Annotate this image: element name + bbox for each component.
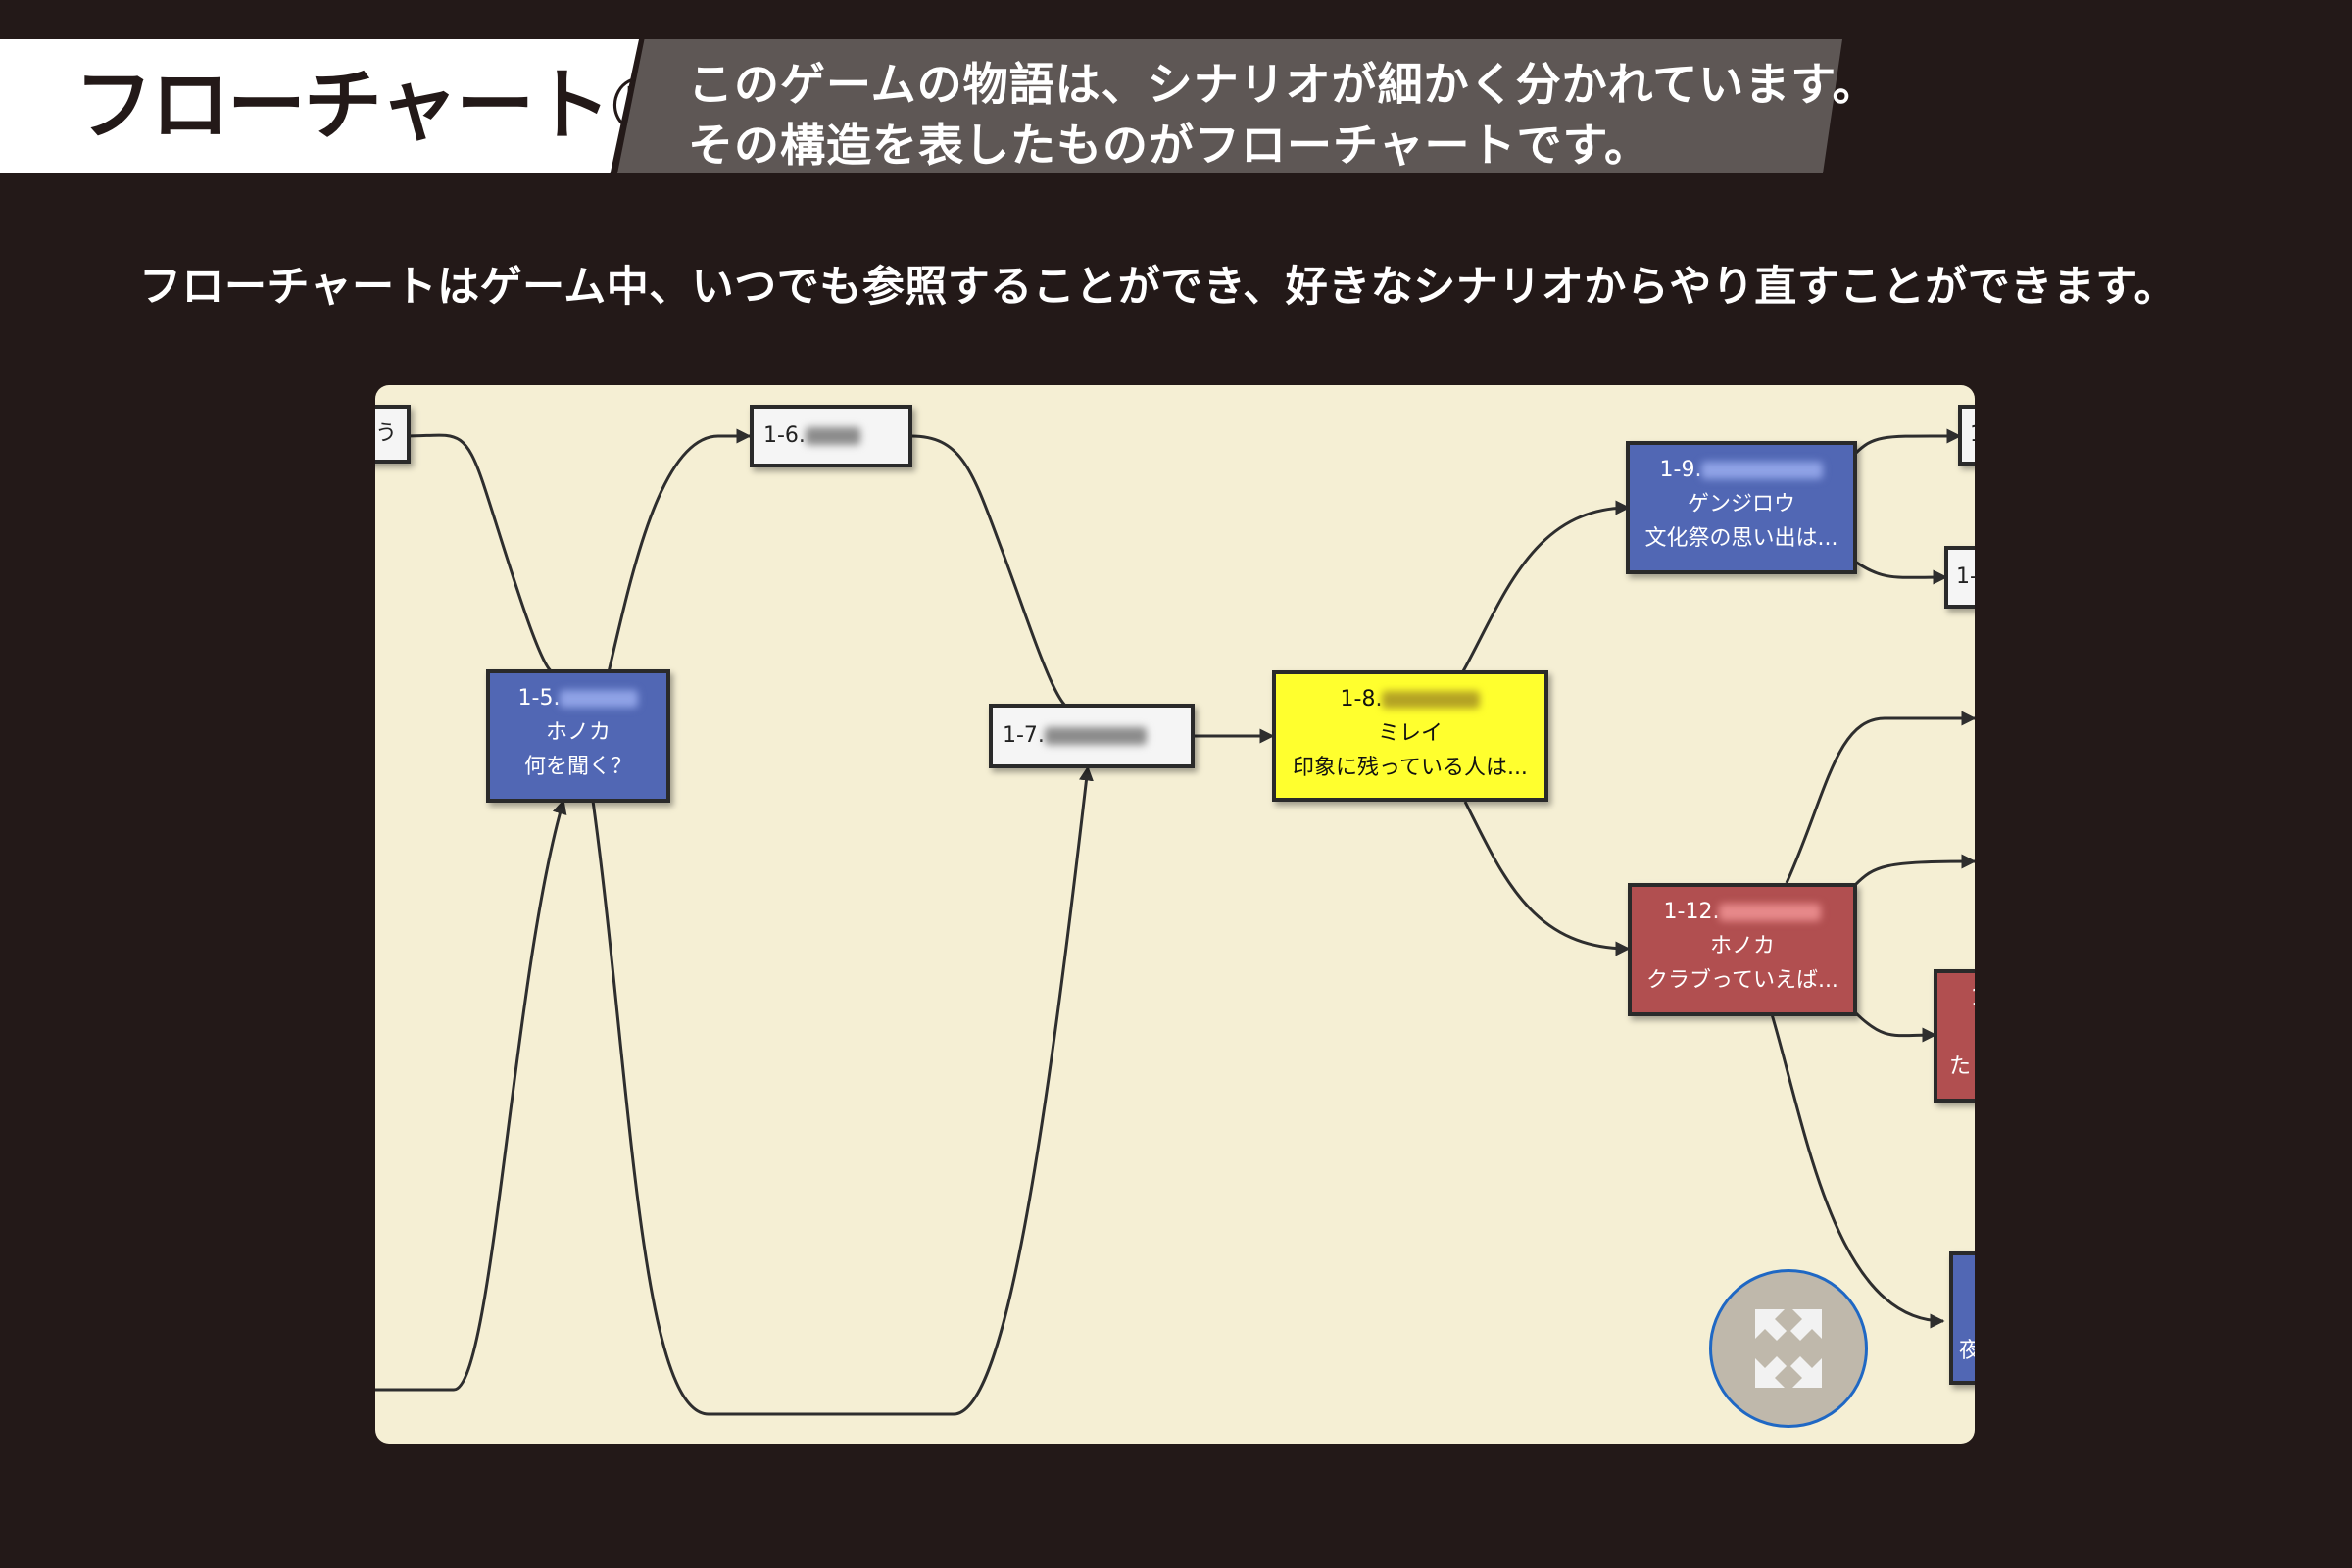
flow-node-1-12[interactable]: 1-12. ホノカ クラブっていえば... xyxy=(1628,883,1857,1016)
node-id: 1-6. xyxy=(763,423,806,448)
node-id: 1-5. xyxy=(517,686,561,710)
flow-node-left-edge[interactable]: う xyxy=(375,405,411,464)
node-id: 1-12. xyxy=(1663,900,1720,924)
expand-button[interactable] xyxy=(1709,1269,1868,1428)
edge-1-5-loop-to-1-7 xyxy=(591,765,1094,1416)
node-id-line: 1-9. xyxy=(1630,453,1853,487)
edge-1-12-to-right-1 xyxy=(1785,710,1975,884)
redacted-title xyxy=(1719,904,1822,921)
subtitle-banner xyxy=(617,39,1842,173)
flow-node-right-b[interactable]: 1- xyxy=(1944,546,1975,609)
node-line: クラブっていえば... xyxy=(1646,968,1838,993)
node-line: 夜 xyxy=(1959,1334,1975,1368)
node-speaker: ホノカ xyxy=(545,720,611,745)
node-line: 印象に残っている人は... xyxy=(1293,756,1528,780)
expand-arrows-icon xyxy=(1755,1309,1822,1388)
node-line: 何を聞く？ xyxy=(523,755,632,779)
edge-1-9-to-right-b xyxy=(1854,560,1948,585)
page-title: フローチャート① xyxy=(74,60,675,151)
edge-left-to-1-5 xyxy=(406,433,557,685)
flow-node-right-red[interactable]: 1 た xyxy=(1934,969,1975,1102)
edge-1-9-to-right-a xyxy=(1853,428,1962,456)
node-id: 1-9. xyxy=(1659,458,1702,482)
edge-1-8-to-1-12 xyxy=(1463,801,1631,956)
node-id: 1-8. xyxy=(1340,687,1383,711)
node-id-line: 1-5. xyxy=(490,681,666,715)
node-label: う xyxy=(375,421,398,446)
node-label: 1- xyxy=(1956,564,1975,589)
flow-node-1-8[interactable]: 1-8. ミレイ 印象に残っている人は... xyxy=(1272,670,1548,802)
edge-1-5-to-1-6 xyxy=(607,428,752,673)
node-id: 1-7. xyxy=(1003,723,1045,748)
edge-1-8-to-1-9 xyxy=(1461,500,1631,672)
node-speaker: ゲンジロウ xyxy=(1687,492,1795,516)
subtitle-line-1: このゲームの物語は、シナリオが細かく分かれています。 xyxy=(688,58,1879,111)
node-label: 1 xyxy=(1970,422,1975,447)
node-speaker: ミレイ xyxy=(1377,721,1443,746)
flow-node-1-5[interactable]: 1-5. ホノカ 何を聞く？ xyxy=(486,669,670,803)
node-id-line: 1-12. xyxy=(1632,895,1853,929)
redacted-title xyxy=(1044,727,1147,745)
flowchart-panel[interactable]: う 1-6. 1-5. ホノカ 何を聞く？ 1-7. 1-8. ミレイ 印象に残… xyxy=(375,385,1975,1444)
node-label: 1 xyxy=(1949,981,1975,1015)
edge-1-12-to-right-blue xyxy=(1770,1013,1945,1329)
flowchart-connectors xyxy=(375,428,1975,1416)
edge-bottom-to-1-5 xyxy=(375,799,567,1392)
node-line: た xyxy=(1949,1054,1972,1079)
flow-node-right-a[interactable]: 1 xyxy=(1958,405,1975,466)
edge-1-6-to-1-7 xyxy=(910,434,1078,721)
node-id-line: 1-8. xyxy=(1276,682,1544,716)
subtitle-line-2: その構造を表したものがフローチャートです。 xyxy=(688,119,1650,172)
node-speaker: ホノカ xyxy=(1709,934,1775,958)
redacted-title xyxy=(805,427,860,445)
flow-node-1-9[interactable]: 1-9. ゲンジロウ 文化祭の思い出は... xyxy=(1626,441,1857,574)
edge-1-12-to-right-red xyxy=(1853,1010,1937,1043)
flow-node-1-7[interactable]: 1-7. xyxy=(989,704,1195,768)
title-banner xyxy=(0,39,639,173)
redacted-title xyxy=(1701,462,1824,479)
node-spacer xyxy=(1949,1015,1975,1050)
flow-node-right-blue[interactable]: 夜 xyxy=(1949,1251,1975,1385)
edge-1-12-to-right-2 xyxy=(1853,854,1975,887)
node-line: 文化祭の思い出は... xyxy=(1644,526,1838,551)
flow-node-1-6[interactable]: 1-6. xyxy=(750,405,912,467)
description-text: フローチャートはゲーム中、いつでも参照することができ、好きなシナリオからやり直す… xyxy=(139,263,2177,312)
redacted-title xyxy=(1382,691,1481,709)
redacted-title xyxy=(560,690,639,708)
